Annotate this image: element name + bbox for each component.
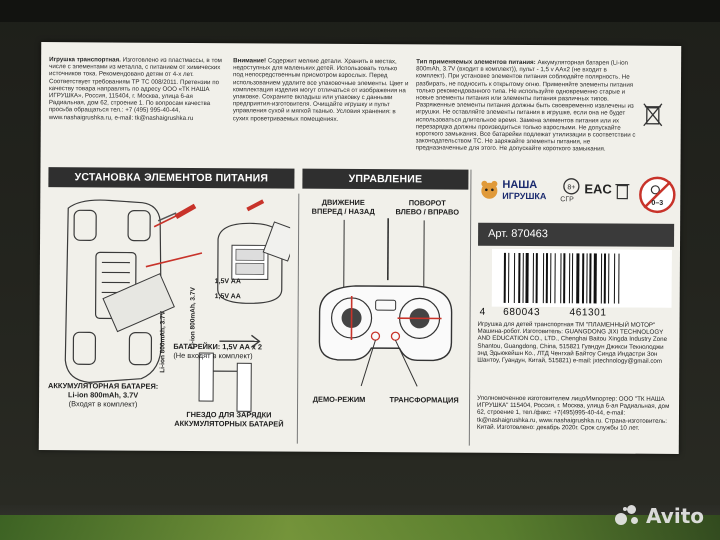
battery-section-header: УСТАНОВКА ЭЛЕМЕНТОВ ПИТАНИЯ [48, 167, 295, 189]
importer-info: Уполномоченное изготовителем лицо/Импорт… [476, 394, 670, 432]
battery-vertical-label: Li-ion 800mAh, 3.7V [159, 310, 167, 373]
aa-label-top: 1,5V AA [214, 278, 241, 286]
divider-left [296, 193, 300, 444]
cable-vertical-label: Li-ion 800mAh, 3.7V [189, 287, 197, 350]
turn-label-2: ВЛЕВО / ВПРАВО [395, 207, 459, 217]
instruction-label: Игрушка транспортная. Изготовлено из пла… [38, 42, 682, 454]
aa-label-bottom: 1,5V AA [214, 293, 241, 301]
article-number: Арт. 870463 [478, 222, 675, 247]
barcode [491, 248, 672, 308]
col1-body: Изготовлено из пластмассы, в том числе с… [48, 56, 222, 122]
battery-install-diagram [64, 199, 291, 412]
sgr-circle-icon: 8+ [563, 178, 580, 195]
forward-back-label-2: ВПЕРЕД / НАЗАД [311, 206, 375, 217]
avito-logo-icon [615, 505, 641, 527]
brand-name-1: НАША [502, 178, 538, 192]
control-section-header: УПРАВЛЕНИЕ [302, 168, 469, 190]
batteries-note: (Не входят в комплект) [173, 350, 253, 361]
col2-body: Содержит мелкие детали. Хранить в местах… [232, 57, 409, 123]
svg-text:8+: 8+ [567, 184, 575, 191]
age-range-label: 0–3 [651, 199, 664, 207]
label-column-2: Внимание! Содержит мелкие детали. Хранит… [233, 57, 410, 156]
col3-body: Аккумуляторная батарея (Li-ion 800mAh, 3… [415, 59, 636, 153]
waste-bin-icon [615, 183, 630, 200]
barcode-numbers: 4 680043 461301 [480, 307, 680, 319]
certification-badges: НАША ИГРУШКА 8+ СГР EAC 0–3 [478, 175, 678, 216]
sgr-label: СГР [560, 196, 574, 204]
box-green-strip [0, 515, 720, 540]
brand-mascot-icon [481, 180, 498, 199]
brand-name-2: ИГРУШКА [502, 190, 547, 202]
avito-watermark: Avito [615, 504, 704, 528]
accumulator-note: (Входят в комплект) [68, 399, 138, 409]
remote-control-diagram [318, 218, 453, 387]
barcode-digits-mid: 680043 [503, 306, 541, 319]
crossed-bin-icon [643, 103, 663, 127]
charging-socket-title-2: АККУМУЛЯТОРНЫХ БАТАРЕЙ [174, 418, 284, 429]
divider-right [468, 169, 472, 446]
demo-mode-label: ДЕМО-РЕЖИМ [312, 394, 366, 405]
transformation-label: ТРАНСФОРМАЦИЯ [389, 395, 459, 405]
avito-text: Avito [646, 504, 704, 528]
eac-mark: EAC [584, 181, 612, 197]
product-info: Игрушка для детей транспортная ТМ "ПЛАМЕ… [477, 320, 668, 365]
barcode-digits-right: 461301 [569, 307, 607, 319]
label-column-3: Тип применяемых элементов питания: Аккум… [416, 58, 637, 157]
age-warning-icon [639, 176, 676, 214]
col2-lead: Внимание! [233, 57, 267, 65]
barcode-digit-first: 4 [479, 306, 486, 318]
label-column-1: Игрушка транспортная. Изготовлено из пла… [49, 56, 225, 155]
box-top-edge [0, 0, 720, 22]
